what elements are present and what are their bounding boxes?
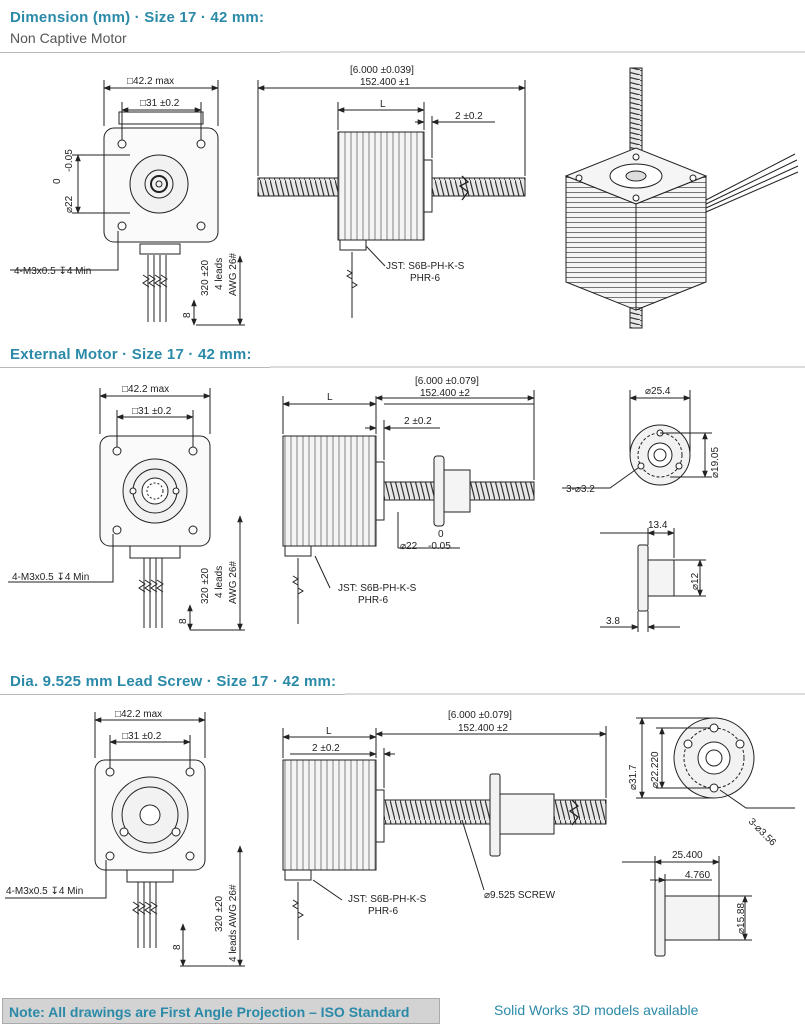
s1-two: 2 ±0.2 <box>455 111 483 122</box>
s3-d1588: ⌀15.88 <box>736 903 747 934</box>
s2-leads: 4 leads <box>214 566 225 598</box>
section1-subtitle: Non Captive Motor <box>10 30 127 46</box>
s1-awg: AWG 26# <box>228 253 239 296</box>
s2-sq-max: □42.2 max <box>122 384 169 395</box>
s2-d12: ⌀12 <box>690 572 701 590</box>
s3-sq-max: □42.2 max <box>115 709 162 720</box>
s1-tol2: -0.05 <box>64 149 75 172</box>
s2-front-view <box>8 388 245 631</box>
s3-screw: ⌀9.525 SCREW <box>484 890 556 901</box>
s1-side-view <box>257 80 526 318</box>
s3-d2222: ⌀22.220 <box>650 751 661 788</box>
section1-title: Dimension (mm) · Size 17 · 42 mm: <box>10 9 265 26</box>
s2-nut-front <box>562 390 712 489</box>
s2-two: 2 ±0.2 <box>404 416 432 427</box>
s3-nut-side <box>622 856 752 957</box>
solidworks-link[interactable]: Solid Works 3D models available <box>494 1002 699 1018</box>
s1-sq31: □31 ±0.2 <box>140 98 180 109</box>
s1-phr: PHR-6 <box>410 273 440 284</box>
s2-L: L <box>327 392 333 403</box>
divider <box>0 367 270 368</box>
s2-len-mm: 152.400 ±2 <box>420 388 470 399</box>
divider <box>0 52 280 53</box>
s1-len-in: [6.000 ±0.039] <box>350 65 414 76</box>
s3-leadlen: 320 ±20 <box>214 895 225 932</box>
s3-len-in: [6.000 ±0.079] <box>448 710 512 721</box>
s2-dia22: ⌀22 <box>400 541 418 552</box>
section2-title: External Motor · Size 17 · 42 mm: <box>10 346 252 363</box>
s2-d32: 3-⌀3.2 <box>566 484 595 495</box>
s1-front-view <box>10 80 245 326</box>
s1-tol: 0 <box>52 178 63 184</box>
s3-front-view <box>5 712 245 967</box>
s2-sq31: □31 ±0.2 <box>132 406 172 417</box>
s1-iso-view <box>564 67 799 329</box>
s1-sq-max: □42.2 max <box>127 76 174 87</box>
s3-d317: ⌀31.7 <box>628 764 639 790</box>
s1-m3: 4-M3x0.5 ↧4 Min <box>14 266 91 277</box>
s2-d1905: ⌀19.05 <box>710 447 721 478</box>
s2-len-in: [6.000 ±0.079] <box>415 376 479 387</box>
s2-d38: 3.8 <box>606 616 620 627</box>
s1-len-mm: 152.400 ±1 <box>360 77 410 88</box>
s1-eight: 8 <box>182 312 193 318</box>
s2-side-view <box>282 390 535 624</box>
s2-nut-side <box>600 528 706 632</box>
s3-len-mm: 152.400 ±2 <box>458 723 508 734</box>
s2-d254: ⌀25.4 <box>645 386 671 397</box>
s2-d134: 13.4 <box>648 520 668 531</box>
s3-sq31: □31 ±0.2 <box>122 731 162 742</box>
s3-nut-front <box>636 717 795 809</box>
s1-jst: JST: S6B-PH-K-S <box>386 261 465 272</box>
s3-jst: JST: S6B-PH-K-S <box>348 894 427 905</box>
s2-phr: PHR-6 <box>358 595 388 606</box>
s3-two: 2 ±0.2 <box>312 743 340 754</box>
s3-d4760: 4.760 <box>685 870 710 881</box>
s1-leadlen: 320 ±20 <box>200 259 211 296</box>
projection-note: Note: All drawings are First Angle Proje… <box>2 998 440 1024</box>
s3-leads-awg: 4 leads AWG 26# <box>228 884 239 962</box>
s1-leads: 4 leads <box>214 258 225 290</box>
s3-d356: 3-⌀3.56 <box>746 816 778 848</box>
s2-m3: 4-M3x0.5 ↧4 Min <box>12 572 89 583</box>
s3-L: L <box>326 726 332 737</box>
divider <box>0 694 345 695</box>
s3-side-view <box>282 726 607 940</box>
s2-tol2: -0.05 <box>428 541 451 552</box>
s2-tol: 0 <box>438 529 444 540</box>
s3-m3: 4-M3x0.5 ↧4 Min <box>6 886 83 897</box>
s3-phr: PHR-6 <box>368 906 398 917</box>
s1-L: L <box>380 99 386 110</box>
section3-title: Dia. 9.525 mm Lead Screw · Size 17 · 42 … <box>10 673 337 690</box>
s3-eight: 8 <box>172 944 183 950</box>
s2-leadlen: 320 ±20 <box>200 567 211 604</box>
s2-eight: 8 <box>178 618 189 624</box>
s3-d25400: 25.400 <box>672 850 703 861</box>
s2-awg: AWG 26# <box>228 561 239 604</box>
s1-dia22: ⌀22 <box>64 195 75 213</box>
s2-jst: JST: S6B-PH-K-S <box>338 583 417 594</box>
